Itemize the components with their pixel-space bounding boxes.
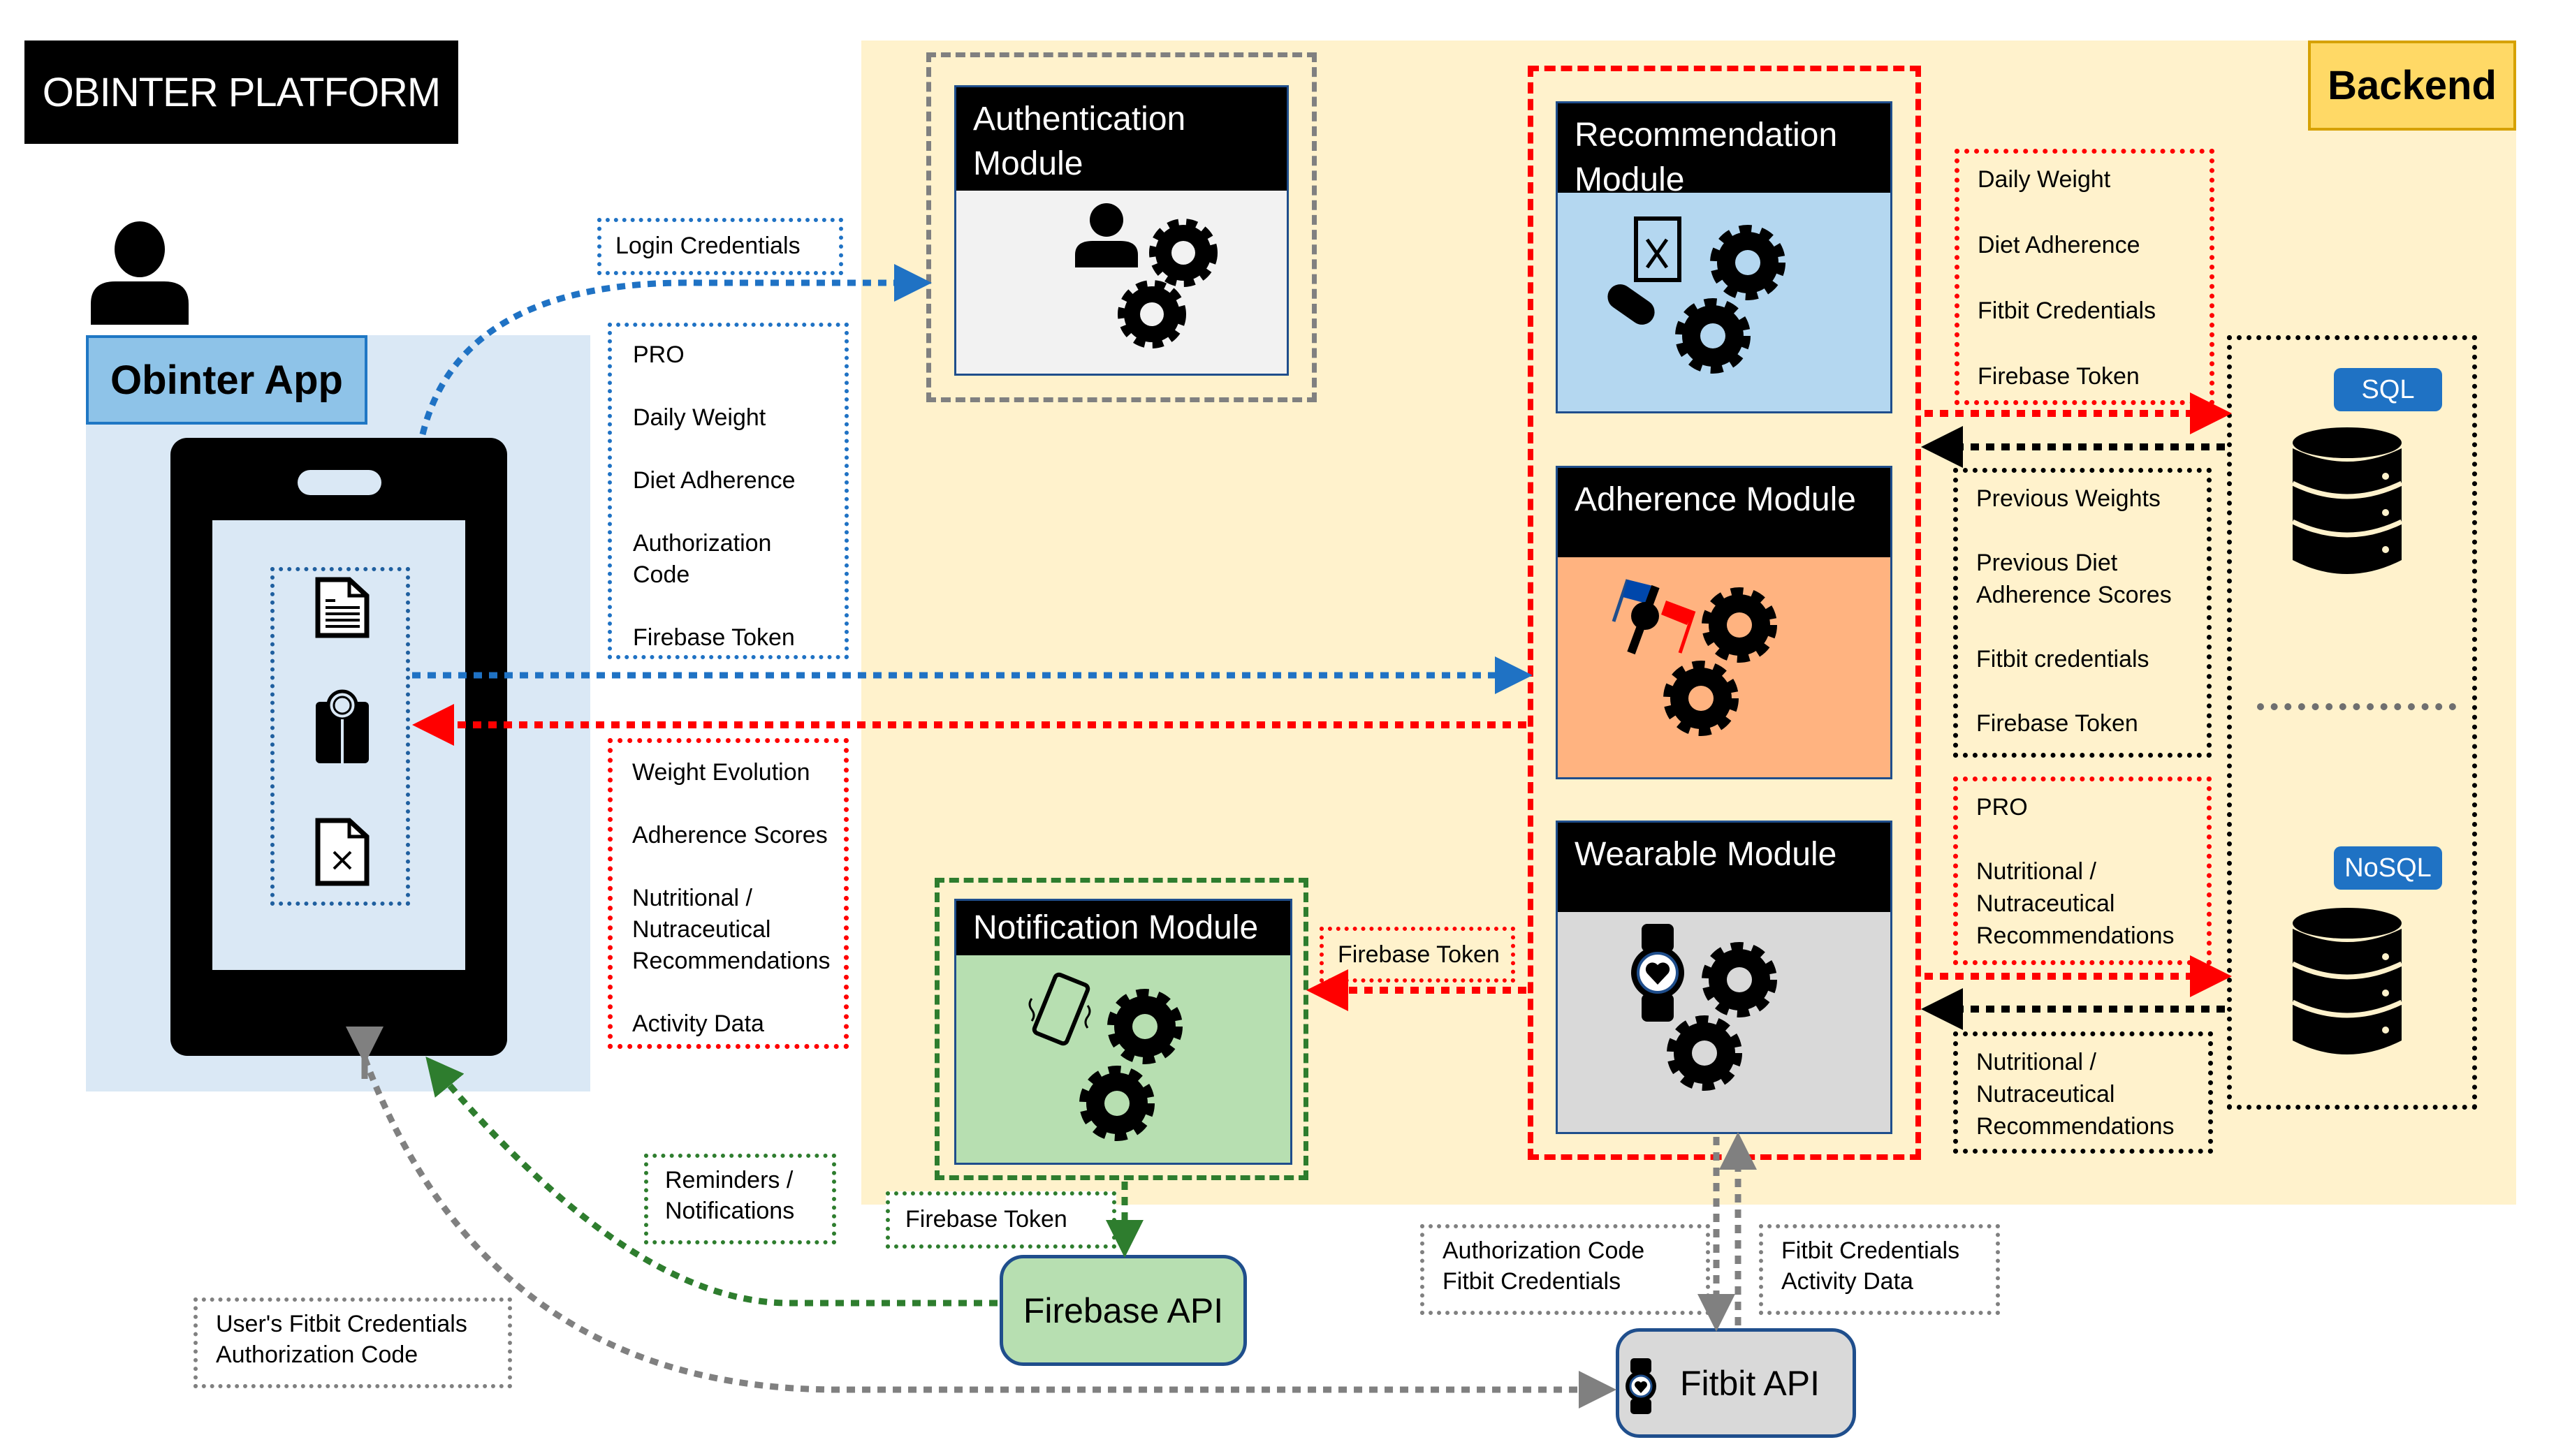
- firebase-api[interactable]: Firebase API: [1000, 1255, 1247, 1366]
- menu-pill-gears-icon: [1607, 216, 1785, 374]
- notification-module-title: Notification Module: [956, 901, 1290, 955]
- login-credentials-label: Login Credentials: [597, 218, 843, 275]
- authentication-module-boundary: [926, 52, 1317, 402]
- authentication-module-title: Authentication Module: [956, 87, 1287, 191]
- firebase-api-label: Firebase API: [1023, 1290, 1224, 1330]
- recommendation-module-title: Recommendation Module: [1558, 103, 1890, 198]
- reminders-notifications-label: Reminders / Notifications: [644, 1154, 836, 1244]
- adherence-module-title: Adherence Module: [1558, 468, 1890, 557]
- notification-module[interactable]: Notification Module: [954, 899, 1292, 1165]
- gear-icon: [1118, 280, 1186, 348]
- document-icon[interactable]: [314, 576, 370, 639]
- authentication-module[interactable]: Authentication Module: [954, 85, 1289, 376]
- fitbit-api[interactable]: Fitbit API: [1616, 1328, 1856, 1438]
- flags-gears-icon: [1612, 579, 1777, 736]
- wearable-to-fitbit-data: Authorization Code Fitbit Credentials: [1420, 1224, 1710, 1315]
- sql-database-icon[interactable]: [2291, 427, 2403, 578]
- weighing-scale-icon[interactable]: [314, 688, 370, 765]
- user-icon: [91, 221, 189, 325]
- fitbit-api-label: Fitbit API: [1679, 1363, 1820, 1403]
- app-to-fitbit-data: User's Fitbit Credentials Authorization …: [193, 1297, 512, 1388]
- nosql-to-backend-data: Nutritional / Nutraceutical Recommendati…: [1953, 1031, 2213, 1154]
- smartwatch-icon: [1626, 1358, 1656, 1414]
- nosql-database-icon[interactable]: [2291, 908, 2403, 1058]
- app-features-group: [270, 567, 410, 906]
- backend-to-nosql-data: PRO Nutritional / Nutraceutical Recommen…: [1953, 777, 2212, 965]
- recommendation-module[interactable]: Recommendation Module: [1556, 101, 1892, 413]
- gear-icon: [1675, 298, 1751, 374]
- gear-icon: [1667, 1015, 1742, 1091]
- wearable-module-title: Wearable Module: [1558, 823, 1890, 912]
- adherence-module[interactable]: Adherence Module: [1556, 466, 1892, 779]
- app-to-backend-data: PRO Daily Weight Diet Adherence Authoriz…: [608, 323, 849, 659]
- sql-label: SQL: [2334, 368, 2442, 411]
- gear-icon: [1149, 219, 1218, 287]
- phone-speaker: [298, 470, 381, 495]
- platform-title: OBINTER PLATFORM: [24, 41, 458, 144]
- vibrating-phone-gears-icon: [1028, 972, 1183, 1141]
- firebase-token-to-firebase-label: Firebase Token: [886, 1191, 1116, 1249]
- backend-to-sql-data: Daily Weight Diet Adherence Fitbit Crede…: [1955, 149, 2214, 405]
- database-separator: [2257, 703, 2456, 710]
- fitbit-to-wearable-data: Fitbit Credentials Activity Data: [1759, 1224, 2000, 1315]
- obinter-app-label: Obinter App: [86, 335, 367, 425]
- gear-icon: [1107, 989, 1183, 1064]
- gear-icon: [1702, 587, 1777, 663]
- sql-to-backend-data: Previous Weights Previous Diet Adherence…: [1953, 468, 2212, 758]
- backend-label: Backend: [2308, 41, 2516, 131]
- backend-to-app-data: Weight Evolution Adherence Scores Nutrit…: [608, 738, 849, 1049]
- smartwatch-gears-icon: [1631, 924, 1777, 1091]
- gear-icon: [1702, 942, 1777, 1017]
- firebase-token-to-notification-label: Firebase Token: [1320, 927, 1515, 983]
- gear-icon: [1663, 661, 1739, 736]
- gear-icon: [1079, 1066, 1155, 1141]
- gear-icon: [1710, 225, 1785, 300]
- nosql-label: NoSQL: [2334, 846, 2442, 890]
- diet-document-icon[interactable]: [314, 817, 370, 887]
- wearable-module[interactable]: Wearable Module: [1556, 821, 1892, 1134]
- database-group: [2227, 335, 2477, 1110]
- user-gears-icon: [1075, 203, 1218, 348]
